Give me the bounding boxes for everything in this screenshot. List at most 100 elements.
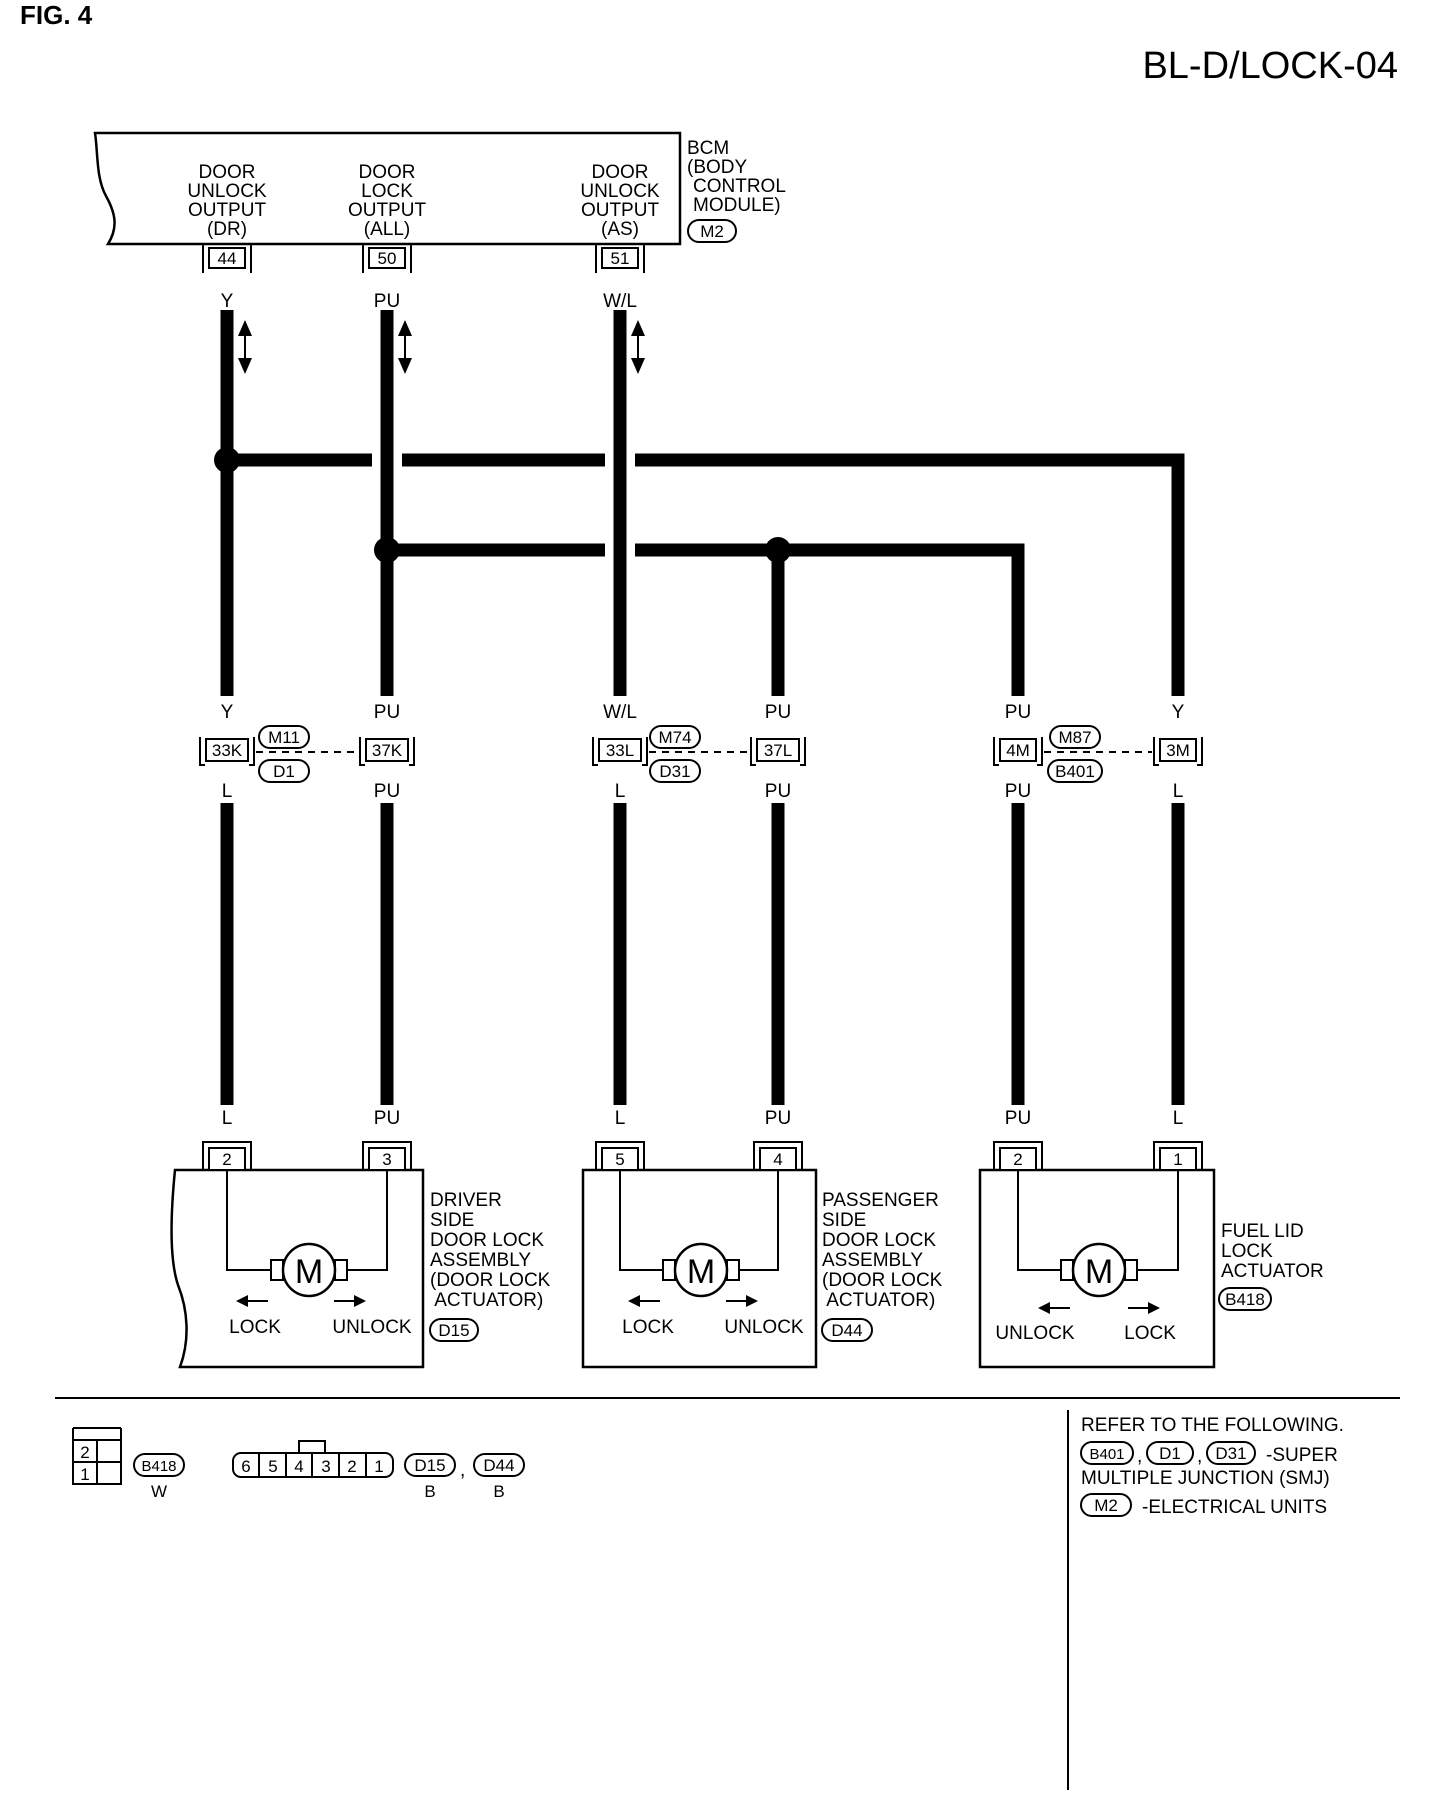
wires-lower [220,803,1185,1105]
d44-lock-label: LOCK [622,1317,674,1338]
svg-text:5: 5 [268,1457,277,1476]
bcm-connector-badge: M2 [687,219,737,243]
junction-pin-33l: 33L [592,737,648,766]
j3-right-lower-color: L [1173,781,1184,802]
svg-text:2: 2 [347,1457,356,1476]
svg-text:(DOOR LOCK: (DOOR LOCK [430,1270,551,1291]
notes-smj-line: B401 , D1 , D31 -SUPER [1080,1441,1338,1467]
svg-text:D44: D44 [831,1321,862,1340]
bcm-box [93,131,682,246]
page-code: BL-D/LOCK-04 [1142,45,1398,87]
svg-text:B418: B418 [141,1458,176,1475]
arrow-left-icon [1038,1302,1070,1314]
b418-internal-wiring [1017,1170,1179,1271]
bcm-pin-51: 51 [595,244,645,273]
arrow-right-icon [334,1295,366,1307]
svg-text:1: 1 [1173,1150,1182,1169]
svg-text:D1: D1 [1159,1444,1181,1463]
svg-text:M: M [295,1253,323,1291]
svg-text:CONTROL: CONTROL [693,176,786,197]
svg-text:DOOR LOCK: DOOR LOCK [430,1230,544,1251]
bidirectional-arrow-icon [631,320,645,374]
svg-text:2: 2 [80,1443,89,1462]
wire-y-to-fuel-lid [214,447,1185,696]
svg-text:FUEL LID: FUEL LID [1221,1221,1304,1242]
junction-pin-37l: 37L [750,737,806,766]
bidirectional-arrow-icon [398,320,412,374]
svg-text:BCM: BCM [687,138,729,159]
svg-text:2: 2 [1013,1150,1022,1169]
junction-pin-37k: 37K [359,737,415,766]
d44-pin5-color: L [615,1108,626,1129]
svg-text:M2: M2 [700,222,724,241]
bcm-pin-50: 50 [362,244,412,273]
svg-text:B401: B401 [1089,1446,1124,1463]
svg-text:OUTPUT: OUTPUT [188,200,267,221]
svg-text:SIDE: SIDE [430,1210,474,1231]
d44-pin-5: 5 [595,1141,645,1171]
svg-text:DRIVER: DRIVER [430,1190,502,1211]
svg-text:ACTUATOR: ACTUATOR [1221,1261,1324,1282]
svg-text:50: 50 [378,249,397,268]
arrow-left-icon [236,1295,268,1307]
notes-eu-line: M2 -ELECTRICAL UNITS [1080,1493,1327,1518]
d15-connector-badge: D15 [429,1318,479,1342]
wire-color-pu-top: PU [374,291,400,312]
svg-text:MODULE): MODULE) [693,195,781,216]
b418-pin-1: 1 [1153,1141,1203,1171]
svg-text:DOOR: DOOR [359,162,416,183]
splice-pu-2 [765,537,791,563]
d15-unlock-label: UNLOCK [332,1317,412,1338]
j2-right-upper-color: PU [765,702,791,723]
b418-pin2-color: PU [1005,1108,1031,1129]
wire-pu-distribution [374,537,1025,696]
d15-pin-3: 3 [362,1141,412,1171]
d15-pin3-color: PU [374,1108,400,1129]
d44-unlock-label: UNLOCK [724,1317,804,1338]
j3-right-upper-color: Y [1172,702,1185,723]
svg-text:37K: 37K [372,741,403,760]
legend-b418-color: W [151,1482,167,1501]
legend-b418-badge: B418 [133,1453,185,1477]
svg-text:DOOR LOCK: DOOR LOCK [822,1230,936,1251]
svg-text:(ALL): (ALL) [364,219,410,240]
notes-heading: REFER TO THE FOLLOWING. [1081,1415,1344,1436]
svg-text:1: 1 [80,1465,89,1484]
b418-pin1-color: L [1173,1108,1184,1129]
svg-text:3: 3 [321,1457,330,1476]
svg-text:D15: D15 [414,1456,445,1475]
j3-left-upper-color: PU [1005,702,1031,723]
svg-text:(BODY: (BODY [687,157,748,178]
svg-text:ACTUATOR): ACTUATOR) [822,1290,935,1311]
junction-connector-b401: B401 [1047,759,1103,783]
svg-text:M74: M74 [658,728,691,747]
svg-text:D31: D31 [1215,1444,1246,1463]
svg-text:D1: D1 [273,762,295,781]
svg-text:M: M [687,1253,715,1291]
legend-separator: , [460,1460,465,1481]
d15-pin2-color: L [222,1108,233,1129]
b418-unlock-label: UNLOCK [995,1323,1075,1344]
wire-color-y-top: Y [221,291,234,312]
motor-icon: M [662,1242,740,1298]
wire-color-wl-top: W/L [603,291,637,312]
d15-internal-wiring [226,1170,388,1271]
j3-left-lower-color: PU [1005,781,1031,802]
svg-text:(AS): (AS) [601,219,639,240]
svg-text:SIDE: SIDE [822,1210,866,1231]
svg-text:33K: 33K [212,741,243,760]
bcm-pin-44: 44 [202,244,252,273]
junction-connector-m11: M11 [258,725,310,749]
d44-pin4-color: PU [765,1108,791,1129]
svg-text:OUTPUT: OUTPUT [581,200,660,221]
svg-text:UNLOCK: UNLOCK [187,181,267,202]
d-connector-view: 6 5 4 3 2 1 [232,1440,394,1478]
svg-text:M11: M11 [268,728,300,747]
d15-lock-label: LOCK [229,1317,281,1338]
j1-right-lower-color: PU [374,781,400,802]
svg-text:,: , [1137,1446,1142,1467]
j1-left-lower-color: L [222,781,233,802]
bcm-terminal-dr-label: DOOR UNLOCK OUTPUT (DR) [187,162,267,240]
svg-text:D15: D15 [438,1321,469,1340]
d44-internal-wiring [619,1170,779,1271]
